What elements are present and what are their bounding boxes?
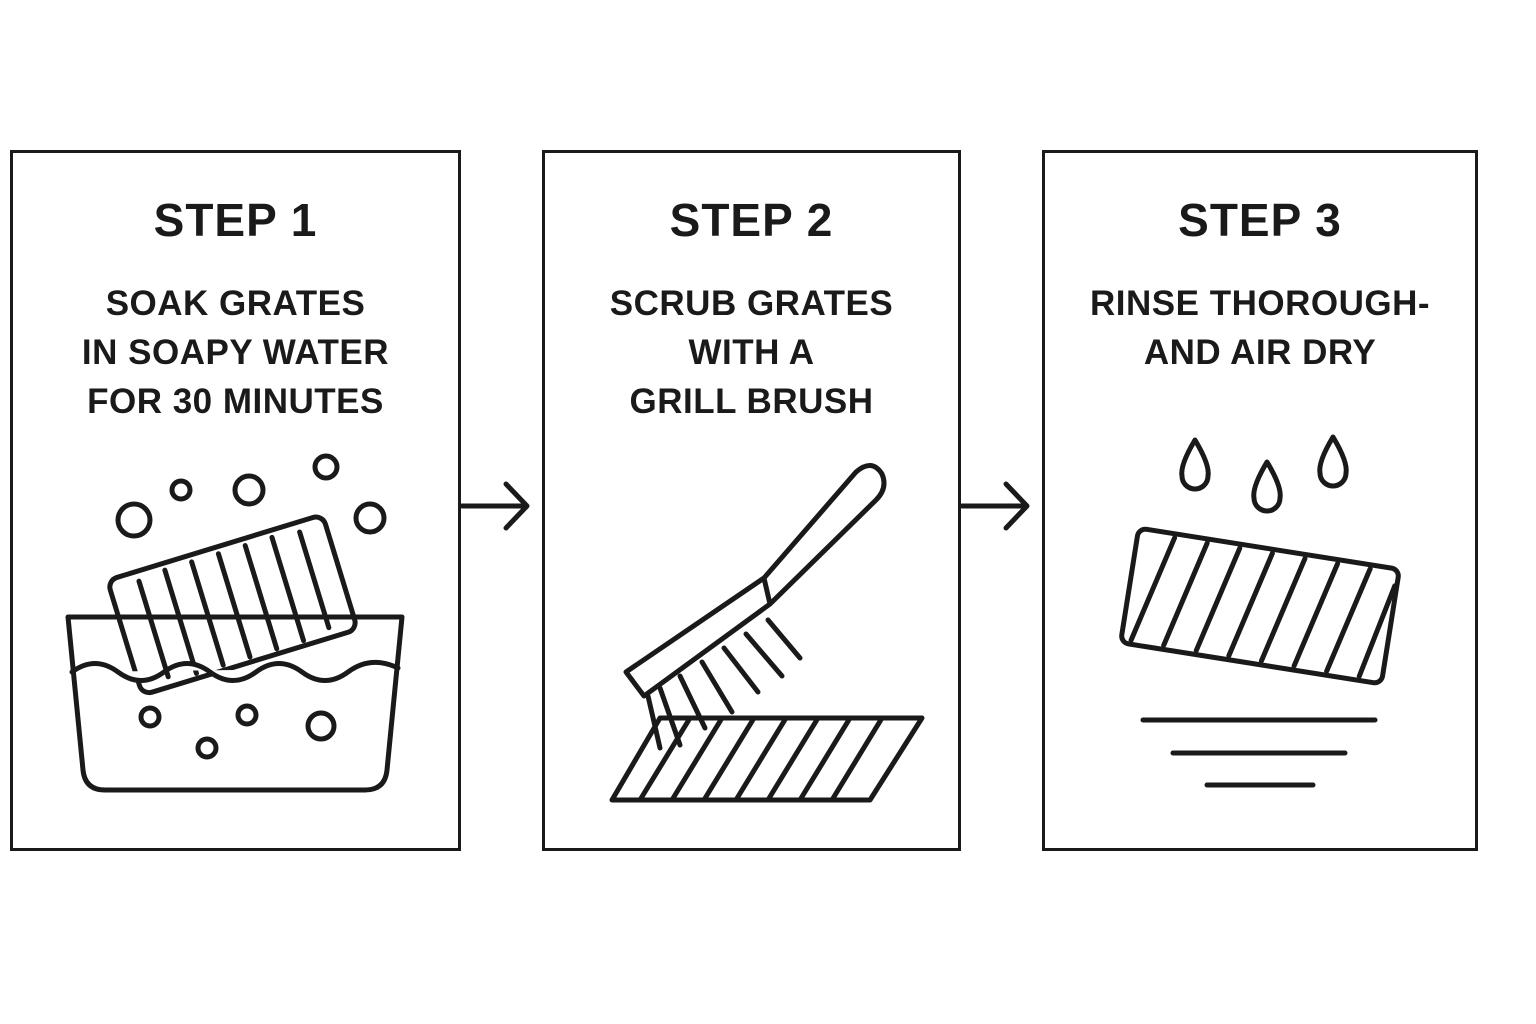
grate-icon [107, 514, 358, 696]
step-title: STEP 3 [1178, 194, 1342, 246]
step-1-panel: STEP 1 SOAK GRATES IN SOAPY WATER FOR 30… [10, 150, 461, 851]
water-wave-icon [69, 659, 401, 683]
bowl-icon [65, 614, 405, 793]
description-line: GRILL BRUSH [629, 382, 874, 421]
drip-lines-icon [1140, 717, 1378, 788]
step-3-panel: STEP 3 RINSE THOROUGH- AND AIR DRY [1042, 150, 1478, 851]
description-line: WITH A [688, 333, 815, 372]
bubbles-above-icon [115, 453, 387, 539]
step-title: STEP 1 [153, 194, 318, 246]
drying-grate-icon [1119, 434, 1401, 788]
brush-handle-icon [623, 463, 887, 699]
grate-icon [609, 715, 925, 803]
description-line: AND AIR DRY [1143, 333, 1377, 372]
arrow-right-icon [459, 481, 530, 531]
step-description: SOAK GRATES IN SOAPY WATER FOR 30 MINUTE… [13, 279, 458, 426]
description-line: FOR 30 MINUTES [87, 382, 384, 421]
description-line: SCRUB GRATES [609, 284, 894, 323]
water-drops-icon [1179, 434, 1349, 514]
grill-brush-icon [609, 463, 925, 803]
description-line: SOAK GRATES [105, 284, 366, 323]
step-description: SCRUB GRATES WITH A GRILL BRUSH [545, 279, 958, 426]
bubbles-in-water-icon [138, 703, 337, 760]
step-title: STEP 2 [669, 194, 834, 246]
step-2-panel: STEP 2 SCRUB GRATES WITH A GRILL BRUSH [542, 150, 961, 851]
description-line: RINSE THOROUGH- [1090, 284, 1430, 323]
grate-icon [1119, 526, 1401, 686]
soaking-bowl-icon [65, 453, 405, 793]
description-line: IN SOAPY WATER [81, 333, 390, 372]
arrow-right-icon [959, 481, 1030, 531]
step-description: RINSE THOROUGH- AND AIR DRY [1045, 279, 1475, 377]
